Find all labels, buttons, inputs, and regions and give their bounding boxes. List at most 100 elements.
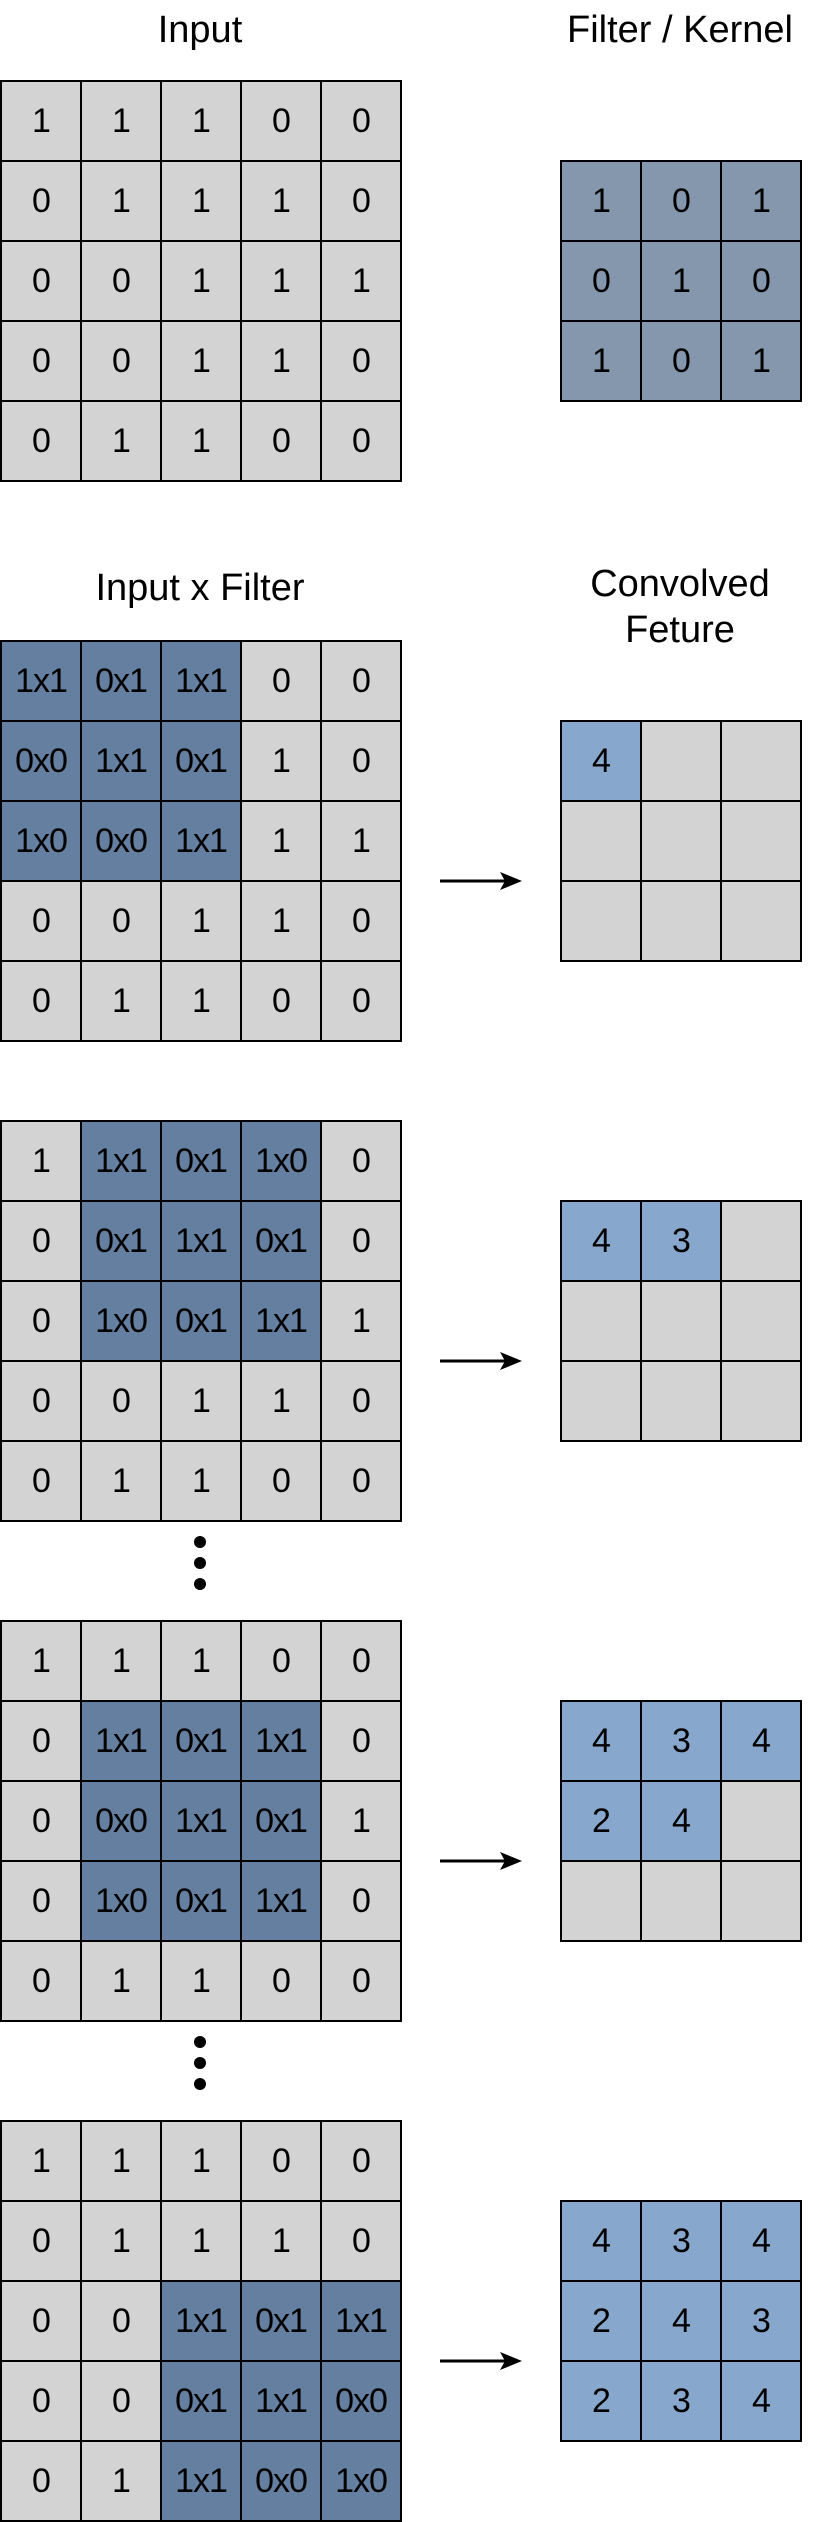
step-3-input-cell: 1 <box>82 1622 162 1702</box>
step-2-output-cell <box>722 1362 802 1442</box>
step-2-input-cell: 0 <box>2 1202 82 1282</box>
step-4-input-cell: 1 <box>2 2122 82 2202</box>
step-3-input-cell: 0x1 <box>162 1862 242 1942</box>
step-2-output-cell: 4 <box>562 1202 642 1282</box>
input-title: Input <box>157 9 243 51</box>
input-matrix-cell: 0 <box>322 322 402 402</box>
vertical-ellipsis-icon <box>194 1536 206 1590</box>
step-1-input-cell: 1x1 <box>2 642 82 722</box>
step-1-input-cell: 1x0 <box>2 802 82 882</box>
input-matrix-cell: 0 <box>242 82 322 162</box>
step-1-input-cell: 1 <box>322 802 402 882</box>
right-arrow-icon <box>440 2352 522 2370</box>
step-2-input-cell: 0 <box>2 1442 82 1522</box>
step-1-output-cell <box>722 722 802 802</box>
input-matrix-cell: 1 <box>2 82 82 162</box>
step-4-input-cell: 0 <box>2 2282 82 2362</box>
kernel-matrix-cell: 0 <box>642 162 722 242</box>
step-4-output-cell: 4 <box>722 2202 802 2282</box>
right-arrow-icon <box>440 872 522 890</box>
kernel-matrix-cell: 0 <box>722 242 802 322</box>
step-1-input-cell: 0x1 <box>82 642 162 722</box>
ellipsis-dot <box>194 1557 206 1569</box>
step-4-input-cell: 1x1 <box>322 2282 402 2362</box>
step-4-input-cell: 0 <box>82 2282 162 2362</box>
step-3-output-cell: 4 <box>642 1782 722 1862</box>
step-2-input-cell: 0x1 <box>162 1122 242 1202</box>
input-matrix-cell: 0 <box>322 82 402 162</box>
step-2-input-cell: 1 <box>322 1282 402 1362</box>
step-2-output-cell <box>562 1362 642 1442</box>
step-1-input-cell: 1x1 <box>162 802 242 882</box>
input-matrix-cell: 0 <box>242 402 322 482</box>
input-matrix-cell: 1 <box>162 162 242 242</box>
ellipsis-dot <box>194 2078 206 2090</box>
step-1-input-cell: 0 <box>2 962 82 1042</box>
step-2-input-cell: 1x1 <box>82 1122 162 1202</box>
step-4-input-cell: 0x1 <box>242 2282 322 2362</box>
step-4-input-cell: 0 <box>82 2362 162 2442</box>
step-1-input-cell: 1 <box>242 882 322 962</box>
step-3-input-cell: 0 <box>322 1622 402 1702</box>
step-2-output-cell <box>722 1282 802 1362</box>
kernel-matrix-cell: 1 <box>562 322 642 402</box>
ellipsis-dot <box>194 1578 206 1590</box>
kernel-matrix-cell: 1 <box>562 162 642 242</box>
kernel-matrix-cell: 1 <box>722 162 802 242</box>
step-2-output-cell <box>562 1282 642 1362</box>
step-2-input-cell: 0 <box>242 1442 322 1522</box>
kernel-matrix-cell: 0 <box>642 322 722 402</box>
step-1-input-cell: 0 <box>242 962 322 1042</box>
step-2-input-cell: 1x0 <box>82 1282 162 1362</box>
input-x-filter-title: Input x Filter <box>95 567 305 609</box>
step-1-input-cell: 0 <box>322 722 402 802</box>
step-4-input-cell: 1 <box>162 2202 242 2282</box>
input-matrix-cell: 1 <box>162 402 242 482</box>
step-1-output-cell <box>562 802 642 882</box>
step-3-input-cell: 1 <box>322 1782 402 1862</box>
step-4-input-cell: 1x1 <box>242 2362 322 2442</box>
convolved-feature-title: Convolved Feture <box>560 562 800 653</box>
step-1-input-cell: 0 <box>322 962 402 1042</box>
input-matrix-cell: 1 <box>82 402 162 482</box>
step-3-output-cell: 2 <box>562 1782 642 1862</box>
step-3-input-cell: 0 <box>2 1862 82 1942</box>
step-3-output-cell: 4 <box>722 1702 802 1782</box>
step-4-output-cell: 4 <box>642 2282 722 2362</box>
input-matrix-cell: 1 <box>242 242 322 322</box>
step-1-input-cell: 0x0 <box>82 802 162 882</box>
step-4-input-cell: 1 <box>82 2202 162 2282</box>
kernel-matrix-cell: 1 <box>642 242 722 322</box>
step-1-output-cell <box>642 802 722 882</box>
input-matrix-cell: 0 <box>322 402 402 482</box>
step-3-input-cell: 1 <box>162 1622 242 1702</box>
step-3-input-cell: 0x0 <box>82 1782 162 1862</box>
input-matrix-cell: 0 <box>82 242 162 322</box>
step-3-input-cell: 1x1 <box>82 1702 162 1782</box>
step-2-input-cell: 0 <box>322 1362 402 1442</box>
step-1-output-cell <box>722 882 802 962</box>
step-4-input-cell: 1x1 <box>162 2442 242 2522</box>
step-4-output-cell: 3 <box>722 2282 802 2362</box>
step-2-input-cell: 1x1 <box>242 1282 322 1362</box>
step-4-output-cell: 3 <box>642 2202 722 2282</box>
step-1-input-cell: 1x1 <box>82 722 162 802</box>
step-2-output-cell <box>722 1202 802 1282</box>
step-3-input-cell: 1 <box>162 1942 242 2022</box>
step-3-output-cell <box>562 1862 642 1942</box>
step-3-input-cell: 0 <box>322 1942 402 2022</box>
step-1-output-cell <box>722 802 802 882</box>
step-4-input-cell: 1x1 <box>162 2282 242 2362</box>
step-1-output-grid: 4 <box>560 720 802 962</box>
step-3-input-cell: 0 <box>2 1702 82 1782</box>
step-2-input-cell: 0x1 <box>242 1202 322 1282</box>
input-matrix-cell: 0 <box>2 402 82 482</box>
step-1-input-cell: 0 <box>322 882 402 962</box>
step-4-output-cell: 2 <box>562 2362 642 2442</box>
right-arrow-icon <box>440 1852 522 1870</box>
step-1-input-cell: 0 <box>2 882 82 962</box>
